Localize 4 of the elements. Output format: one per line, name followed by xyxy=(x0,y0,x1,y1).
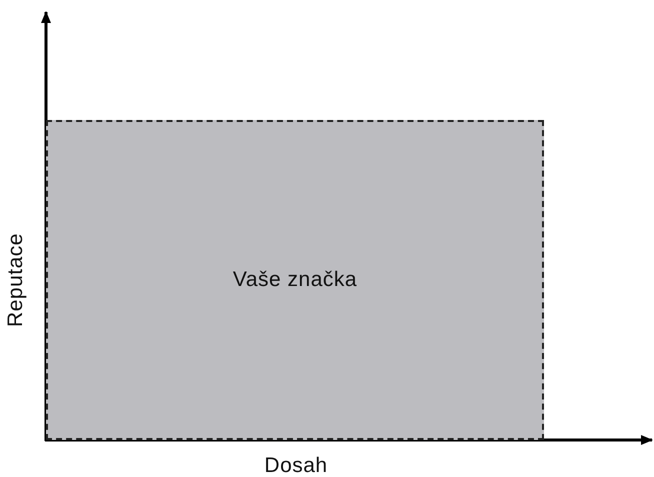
region-box xyxy=(46,120,544,440)
y-axis-title: Reputace xyxy=(4,233,28,327)
region-label: Vaše značka xyxy=(232,268,358,292)
x-axis-title: Dosah xyxy=(264,454,328,477)
